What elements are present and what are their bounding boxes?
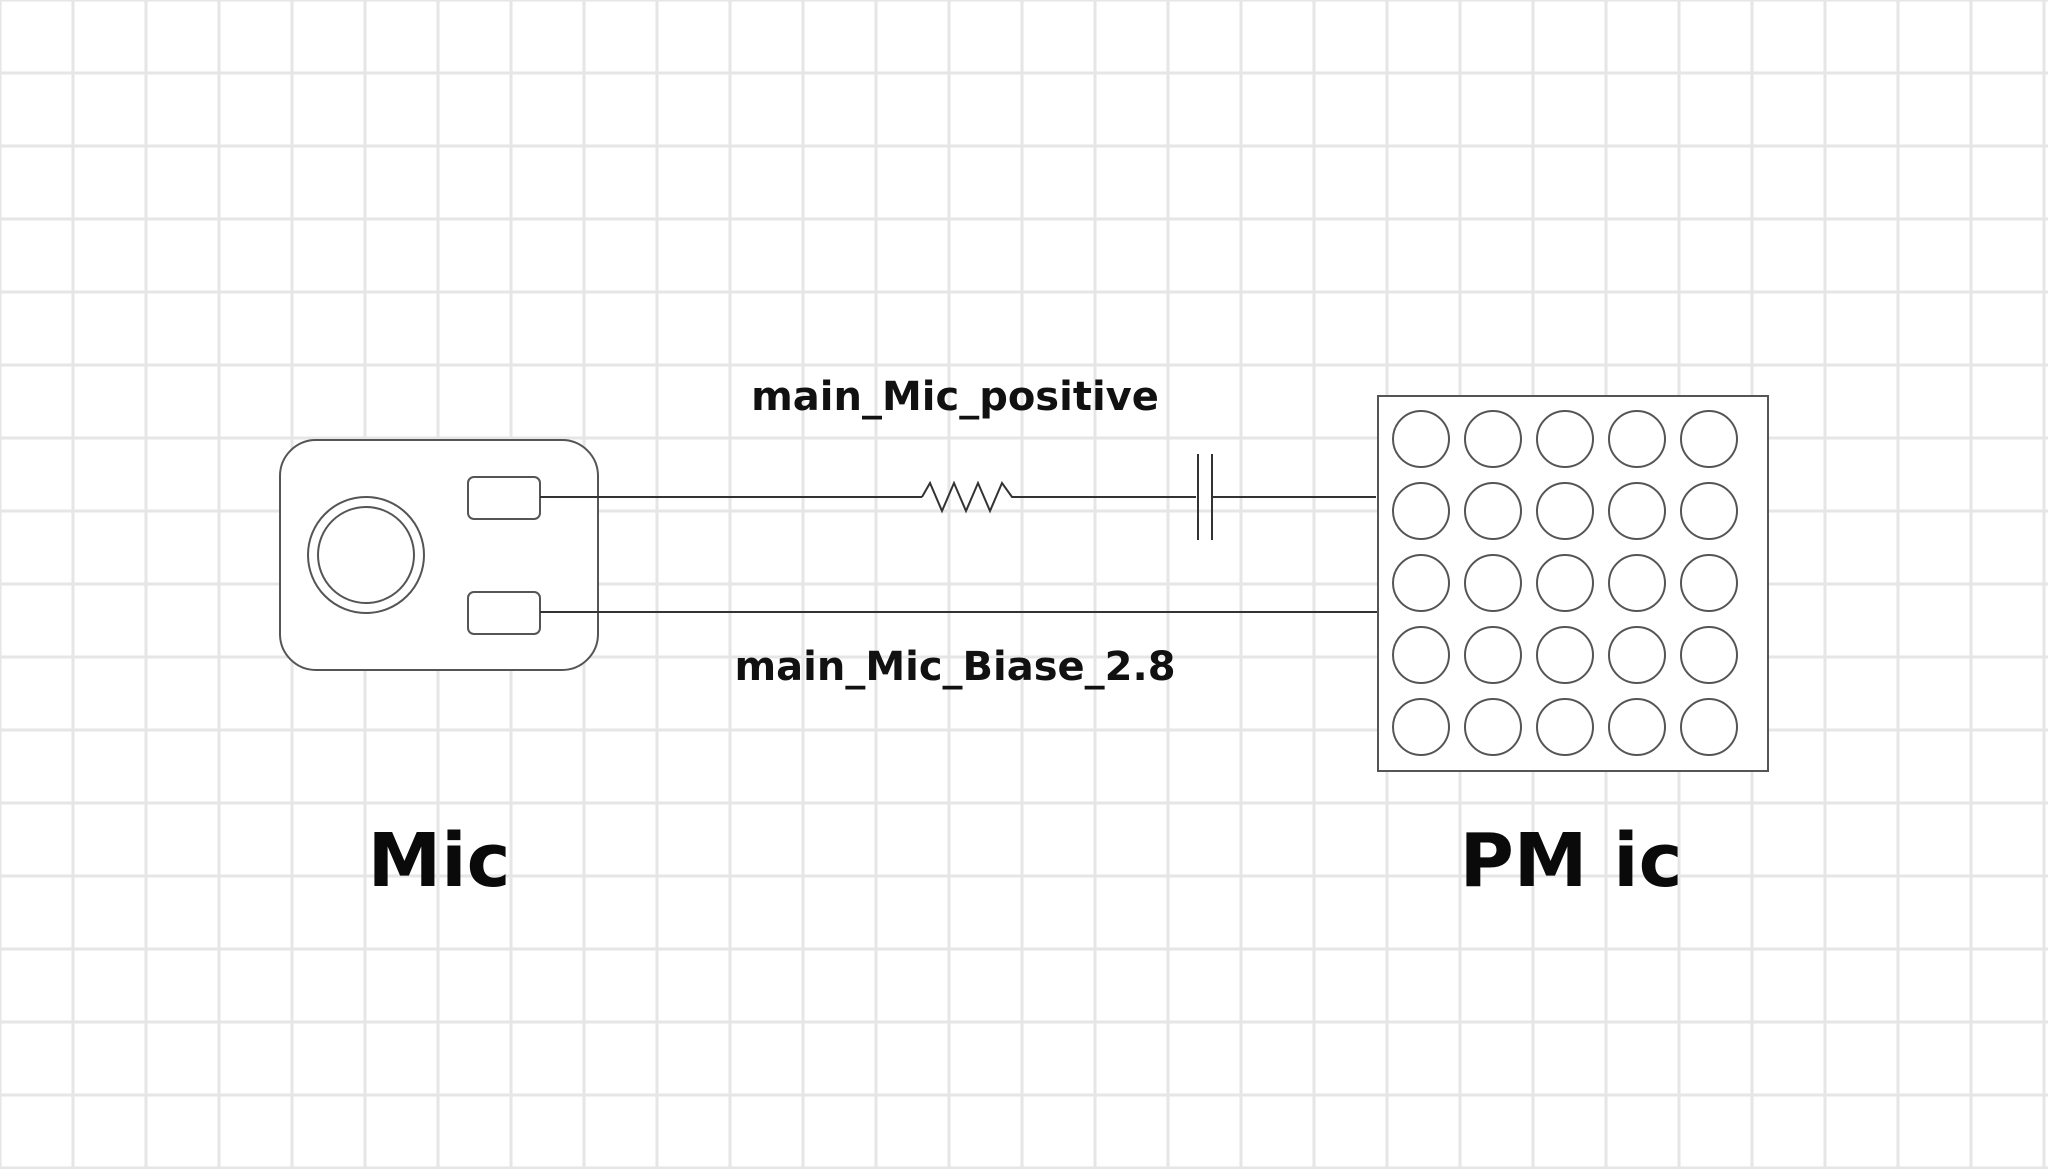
pmic-ball bbox=[1608, 482, 1666, 540]
mic-diaphragm-inner-icon bbox=[317, 506, 415, 604]
pmic-ball bbox=[1608, 410, 1666, 468]
mic-component[interactable] bbox=[279, 439, 599, 671]
pmic-ball bbox=[1608, 626, 1666, 684]
pmic-ball bbox=[1680, 626, 1738, 684]
pmic-ball bbox=[1536, 626, 1594, 684]
mic-diaphragm-outer-icon bbox=[307, 496, 425, 614]
pmic-ball bbox=[1608, 554, 1666, 612]
mic-pad-positive[interactable] bbox=[467, 476, 541, 520]
pmic-label: PM ic bbox=[1460, 818, 1683, 904]
pmic-ball bbox=[1392, 626, 1450, 684]
resistor-icon bbox=[921, 480, 1020, 514]
pmic-ball bbox=[1464, 482, 1522, 540]
pmic-ball-grid bbox=[1392, 410, 1738, 756]
pmic-ball bbox=[1680, 698, 1738, 756]
mic-label: Mic bbox=[368, 818, 511, 904]
pmic-ball bbox=[1536, 482, 1594, 540]
net-label-bias: main_Mic_Biase_2.8 bbox=[734, 644, 1175, 690]
pmic-ball bbox=[1392, 482, 1450, 540]
pmic-ball bbox=[1464, 698, 1522, 756]
capacitor-icon bbox=[1197, 454, 1213, 540]
mic-pad-bias[interactable] bbox=[467, 591, 541, 635]
pmic-ball bbox=[1536, 410, 1594, 468]
pmic-ball bbox=[1464, 626, 1522, 684]
net-label-positive: main_Mic_positive bbox=[751, 374, 1159, 420]
pmic-ball bbox=[1536, 554, 1594, 612]
pmic-ball bbox=[1464, 410, 1522, 468]
pmic-component[interactable] bbox=[1377, 395, 1769, 772]
pmic-ball bbox=[1680, 410, 1738, 468]
pmic-body bbox=[1377, 395, 1769, 772]
pmic-ball bbox=[1392, 410, 1450, 468]
pmic-ball bbox=[1680, 554, 1738, 612]
pmic-ball bbox=[1392, 698, 1450, 756]
pmic-ball bbox=[1608, 698, 1666, 756]
pmic-ball bbox=[1536, 698, 1594, 756]
mic-body bbox=[279, 439, 599, 671]
net-positive[interactable] bbox=[540, 454, 1376, 540]
pmic-ball bbox=[1392, 554, 1450, 612]
pmic-ball bbox=[1680, 482, 1738, 540]
pmic-ball bbox=[1464, 554, 1522, 612]
